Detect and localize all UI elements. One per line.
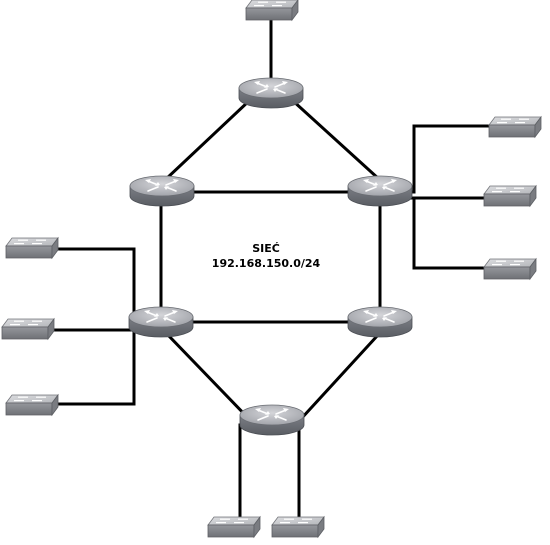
link-right-router-bottom-router xyxy=(297,332,381,423)
link-top-router-left-router xyxy=(162,97,253,183)
link-right-router-switch-3 xyxy=(412,196,492,270)
network-subnet: 192.168.150.0/24 xyxy=(211,257,321,270)
switch-left-2 xyxy=(1,318,55,340)
switch-top xyxy=(245,0,299,21)
network-title: SIEĆ xyxy=(252,242,280,255)
router-upper-left xyxy=(129,175,195,207)
router-bottom xyxy=(239,404,305,436)
switch-bottom-1 xyxy=(207,516,261,538)
router-lower-right xyxy=(347,306,413,338)
router-upper-right xyxy=(347,175,413,207)
switch-bottom-2 xyxy=(271,516,325,538)
link-left-router-bottom-router xyxy=(165,332,253,423)
router-top xyxy=(238,77,304,109)
switch-left-3 xyxy=(5,394,59,416)
link-left-router-switch-3 xyxy=(54,328,136,406)
switch-right-2 xyxy=(483,185,537,207)
link-right-router-switch-1 xyxy=(398,124,494,194)
router-lower-left xyxy=(128,306,194,338)
link-top-router-right-router xyxy=(289,97,383,183)
switch-right-1 xyxy=(488,116,542,138)
